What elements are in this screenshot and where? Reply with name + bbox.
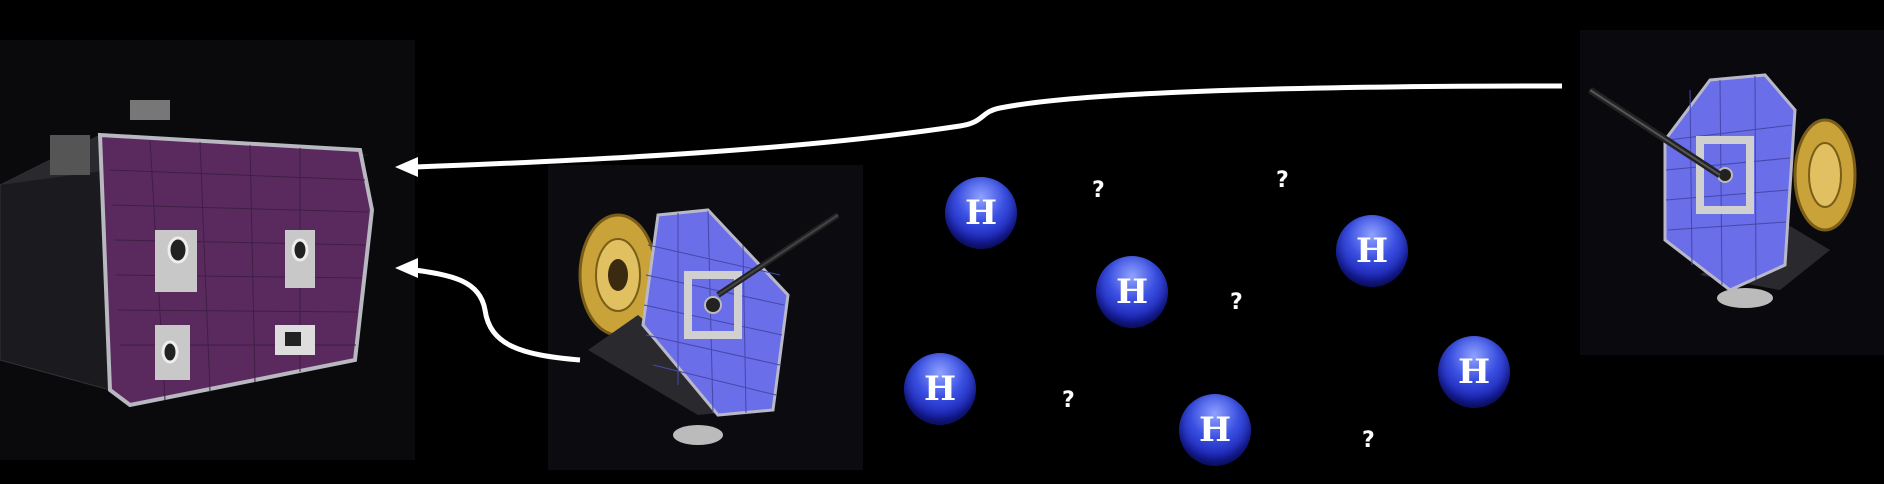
unknown-question-mark: ? xyxy=(1362,428,1375,453)
ibex-spacecraft-right-icon xyxy=(1588,73,1857,308)
hydrogen-label: H xyxy=(1115,272,1149,312)
arrow-head-top xyxy=(395,157,418,177)
hydrogen-atom: H xyxy=(1096,256,1168,328)
arrow-long-top xyxy=(414,83,1563,170)
unknown-question-mark: ? xyxy=(1092,178,1105,203)
spacecraft-large-image xyxy=(0,40,415,460)
ibex-spacecraft-right-image xyxy=(1580,30,1884,355)
hydrogen-atom: H xyxy=(945,177,1017,249)
arrow-curved-lower xyxy=(414,267,581,363)
hydrogen-atom: H xyxy=(904,353,976,425)
hydrogen-atom: H xyxy=(1336,215,1408,287)
unknown-question-mark: ? xyxy=(1276,168,1289,193)
hydrogen-label: H xyxy=(964,193,998,233)
hydrogen-label: H xyxy=(1355,231,1389,271)
ibex-spacecraft-icon xyxy=(578,208,840,445)
hydrogen-atom: H xyxy=(1438,336,1510,408)
spacecraft-large-icon xyxy=(0,100,375,408)
arrow-head-lower xyxy=(395,258,418,278)
hydrogen-atom: H xyxy=(1179,394,1251,466)
hydrogen-label: H xyxy=(1198,410,1232,450)
hydrogen-label: H xyxy=(1457,352,1491,392)
unknown-question-mark: ? xyxy=(1062,388,1075,413)
ibex-spacecraft-image xyxy=(548,165,863,470)
unknown-question-mark: ? xyxy=(1230,290,1243,315)
hydrogen-label: H xyxy=(923,369,957,409)
